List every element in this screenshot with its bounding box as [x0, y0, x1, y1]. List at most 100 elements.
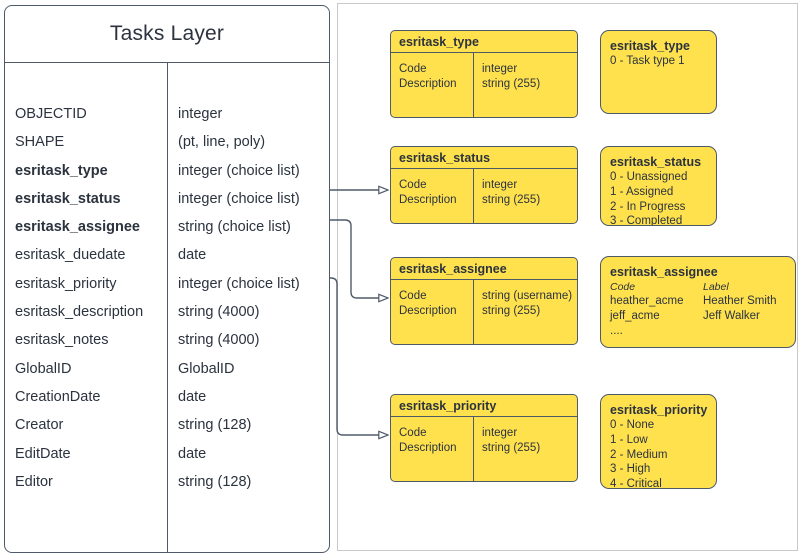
coded-value: 4 - Critical	[610, 478, 662, 489]
field-name-esritask-description: esritask_description	[15, 304, 144, 321]
domain-field-name: Description	[399, 305, 457, 317]
domain-body: Code Description integer string (255)	[391, 417, 577, 481]
field-name-esritask-assignee: esritask_assignee	[15, 219, 140, 236]
domain-field-name: Code	[399, 427, 427, 439]
coded-value: 0 - None	[610, 419, 655, 431]
field-type-esritask-description: string (4000)	[178, 304, 260, 321]
domain-field-types: integer string (255)	[474, 417, 577, 481]
domain-field-names: Code Description	[391, 417, 474, 481]
assignee-code: ....	[610, 324, 623, 337]
domain-field-name: Code	[399, 63, 427, 75]
assignee-header-row: Code Label	[610, 280, 786, 294]
value-box-esritask-type[interactable]: esritask_type 0 - Task type 1	[600, 30, 717, 114]
domain-field-types: string (username) string (255)	[474, 280, 577, 344]
domain-title: esritask_type	[391, 31, 577, 53]
field-name-shape: SHAPE	[15, 134, 65, 151]
domain-title: esritask_assignee	[391, 258, 577, 280]
field-name-creator: Creator	[15, 417, 64, 434]
domain-box-esritask-type[interactable]: esritask_type Code Description integer s…	[390, 30, 578, 118]
domain-field-type: string (username)	[482, 290, 573, 302]
domain-title: esritask_priority	[391, 395, 577, 417]
field-name-esritask-priority: esritask_priority	[15, 275, 117, 292]
value-box-esritask-status[interactable]: esritask_status 0 - Unassigned 1 - Assig…	[600, 146, 717, 226]
value-box-esritask-priority[interactable]: esritask_priority 0 - None 1 - Low 2 - M…	[600, 394, 717, 489]
coded-value: 1 - Low	[610, 433, 648, 446]
assignee-label-header: Label	[703, 281, 729, 293]
domain-field-type: integer	[482, 427, 518, 439]
field-name-editor: Editor	[15, 473, 53, 490]
field-name-esritask-duedate: esritask_duedate	[15, 247, 126, 264]
domain-field-type: integer	[482, 63, 518, 75]
field-name-esritask-type: esritask_type	[15, 162, 108, 179]
field-type-column: integer (pt, line, poly) integer (choice l…	[168, 63, 329, 552]
domain-body: Code Description integer string (255)	[391, 53, 577, 117]
field-type-creationdate: date	[178, 388, 207, 405]
assignee-label	[703, 324, 786, 339]
domain-field-names: Code Description	[391, 169, 474, 223]
tasks-layer-body: OBJECTID SHAPE esritask_type esritask_statu…	[5, 63, 329, 552]
coded-value: 2 - In Progress	[610, 200, 686, 213]
value-box-title: esritask_assignee	[610, 265, 718, 279]
field-type-esritask-type: integer (choice list)	[178, 162, 300, 179]
field-type-shape: (pt, line, poly)	[178, 134, 266, 151]
domain-field-name: Code	[399, 290, 427, 302]
value-box-title: esritask_status	[610, 155, 702, 169]
field-type-editdate: date	[178, 445, 207, 462]
coded-value: 0 - Task type 1	[610, 55, 685, 67]
field-type-objectid: integer	[178, 106, 223, 122]
domain-field-type: string (255)	[482, 78, 541, 90]
domain-field-type: string (255)	[482, 305, 541, 317]
assignee-row: ....	[610, 324, 786, 339]
tasks-layer-header: Tasks Layer	[5, 6, 329, 63]
coded-value: 3 - High	[610, 463, 651, 476]
domain-field-names: Code Description	[391, 53, 474, 117]
field-name-esritask-status: esritask_status	[15, 190, 121, 207]
field-type-creator: string (128)	[178, 417, 252, 434]
assignee-label: Jeff Walker	[703, 309, 760, 322]
field-name-column: OBJECTID SHAPE esritask_type esritask_statu…	[5, 63, 168, 552]
domain-box-esritask-status[interactable]: esritask_status Code Description integer…	[390, 146, 578, 224]
domain-body: Code Description string (username) strin…	[391, 280, 577, 344]
domain-field-types: integer string (255)	[474, 53, 577, 117]
value-box-title: esritask_priority	[610, 403, 708, 417]
field-name-editdate: EditDate	[15, 445, 71, 462]
domain-field-type: integer	[482, 179, 518, 191]
domain-field-names: Code Description	[391, 280, 474, 344]
domain-body: Code Description integer string (255)	[391, 169, 577, 223]
field-name-globalid: GlobalID	[15, 360, 72, 377]
field-type-esritask-status: integer (choice list)	[178, 190, 300, 207]
domain-field-name: Code	[399, 179, 427, 191]
assignee-row: jeff_acme Jeff Walker	[610, 309, 786, 324]
assignee-row: heather_acme Heather Smith	[610, 294, 786, 309]
field-type-globalid: GlobalID	[178, 360, 235, 377]
coded-value: 2 - Medium	[610, 448, 668, 461]
page-title: Tasks Layer	[109, 22, 225, 45]
domain-box-esritask-assignee[interactable]: esritask_assignee Code Description strin…	[390, 257, 578, 345]
coded-value: 0 - Unassigned	[610, 171, 688, 183]
field-type-esritask-priority: integer (choice list)	[178, 275, 300, 292]
assignee-code: jeff_acme	[610, 309, 660, 322]
field-type-editor: string (128)	[178, 473, 252, 490]
domain-box-esritask-priority[interactable]: esritask_priority Code Description integ…	[390, 394, 578, 482]
field-name-esritask-notes: esritask_notes	[15, 332, 109, 349]
domain-field-type: string (255)	[482, 194, 541, 206]
assignee-label: Heather Smith	[703, 295, 777, 307]
field-name-objectid: OBJECTID	[15, 106, 87, 122]
field-type-esritask-notes: string (4000)	[178, 332, 260, 349]
domain-field-name: Description	[399, 442, 457, 454]
field-type-esritask-assignee: string (choice list)	[178, 219, 291, 236]
coded-value: 3 - Completed	[610, 215, 683, 226]
value-box-esritask-assignee[interactable]: esritask_assignee Code Label heather_acm…	[600, 256, 796, 348]
field-name-creationdate: CreationDate	[15, 388, 101, 405]
domain-field-name: Description	[399, 78, 457, 90]
coded-value: 1 - Assigned	[610, 185, 674, 198]
domain-title: esritask_status	[391, 147, 577, 169]
domain-field-types: integer string (255)	[474, 169, 577, 223]
assignee-code-header: Code	[610, 281, 636, 293]
domain-field-type: string (255)	[482, 442, 541, 454]
assignee-code: heather_acme	[610, 295, 684, 307]
domain-field-name: Description	[399, 194, 457, 206]
value-box-title: esritask_type	[610, 39, 690, 53]
